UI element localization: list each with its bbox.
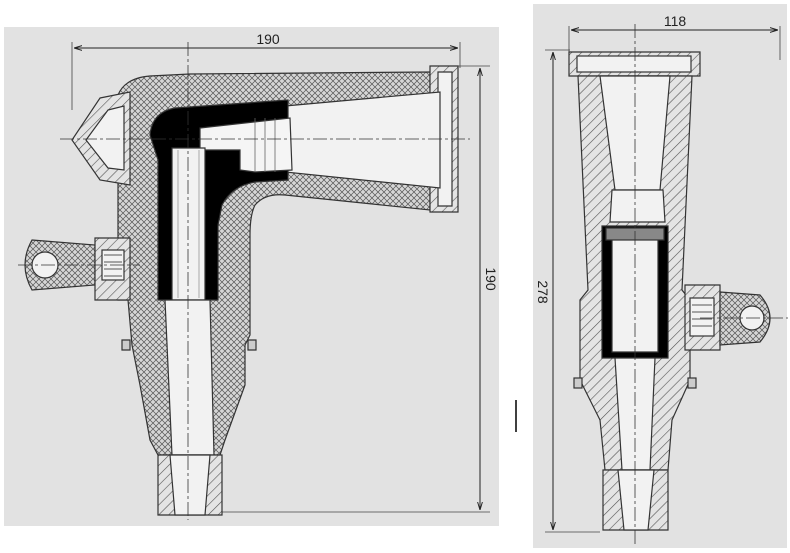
earthing-eye <box>24 237 131 301</box>
contact-pin <box>199 117 293 173</box>
earthing-eye-right <box>684 284 771 351</box>
dimension-line-width-left <box>71 42 461 110</box>
dimension-label-width-right: 118 <box>664 13 687 29</box>
centre-lines-right <box>634 24 788 545</box>
centre-lines-left <box>18 42 470 520</box>
dimension-line-height-right <box>545 49 600 533</box>
dimension-label-height-left: 190 <box>483 267 499 291</box>
cable-channel <box>171 147 206 301</box>
left-view-drawing <box>18 42 490 520</box>
dimension-label-height-right: 278 <box>535 280 551 304</box>
dimension-label-width-left: 190 <box>256 31 280 47</box>
inner-bore <box>284 91 441 189</box>
right-view-drawing <box>545 24 788 545</box>
dimension-line-width-right <box>568 26 781 60</box>
